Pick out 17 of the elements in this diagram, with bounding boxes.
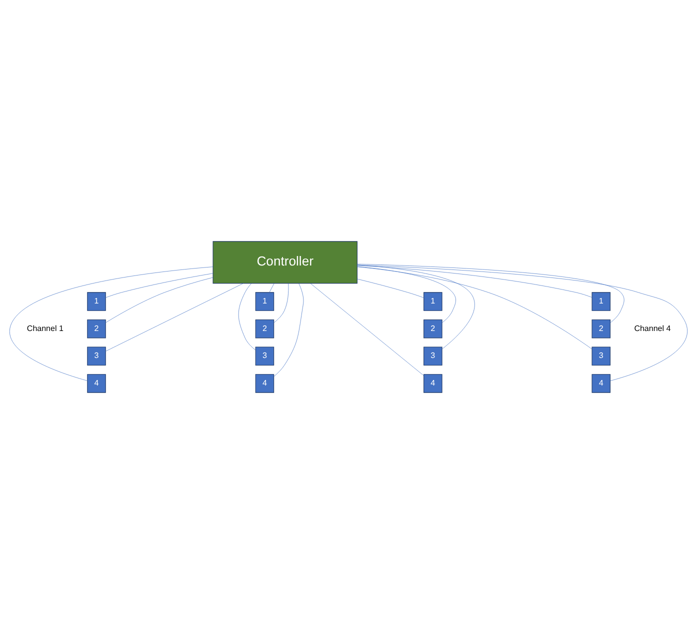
connector — [105, 283, 244, 352]
connector — [269, 283, 274, 292]
connector — [357, 266, 456, 323]
connector — [357, 278, 424, 298]
connector — [274, 283, 304, 377]
node-box: Controller — [212, 241, 358, 284]
connector — [274, 283, 289, 323]
connector — [357, 264, 688, 381]
connector — [10, 266, 214, 381]
connector — [357, 264, 475, 350]
connector — [357, 264, 624, 323]
connector — [105, 277, 214, 323]
connector — [238, 283, 256, 350]
connector — [357, 266, 592, 350]
connector — [310, 283, 424, 376]
connector — [357, 265, 592, 298]
connector — [106, 273, 214, 298]
